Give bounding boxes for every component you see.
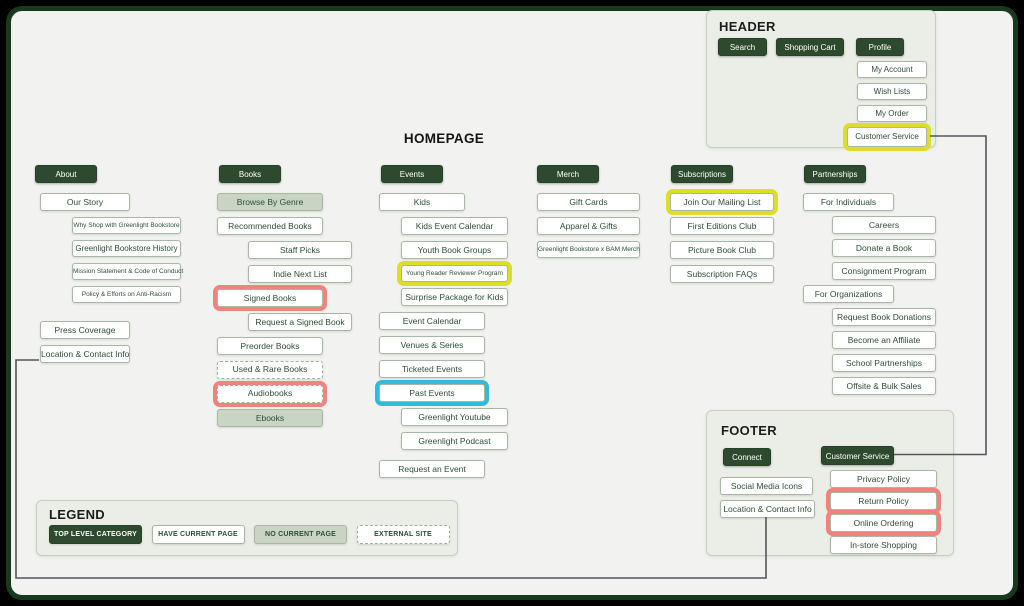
node-signed-books[interactable]: Signed Books <box>217 289 323 307</box>
node-youth-book-groups[interactable]: Youth Book Groups <box>401 241 508 259</box>
node-in-store-shopping[interactable]: In-store Shopping <box>830 536 937 554</box>
node-customer-service[interactable]: Customer Service <box>847 127 927 147</box>
node-staff-picks[interactable]: Staff Picks <box>248 241 352 259</box>
node-audiobooks[interactable]: Audiobooks <box>217 385 323 403</box>
node-press-coverage[interactable]: Press Coverage <box>40 321 130 339</box>
header-panel-title: HEADER <box>719 19 776 34</box>
node-our-story[interactable]: Our Story <box>40 193 130 211</box>
search-button[interactable]: Search <box>718 38 767 56</box>
category-merch[interactable]: Merch <box>537 165 599 183</box>
header-panel: HEADER Search Shopping Cart Profile My A… <box>706 10 936 148</box>
category-subscriptions[interactable]: Subscriptions <box>671 165 733 183</box>
node-picture-book-club[interactable]: Picture Book Club <box>670 241 774 259</box>
node-join-our-mailing-list[interactable]: Join Our Mailing List <box>670 193 774 211</box>
node-past-events[interactable]: Past Events <box>379 384 485 402</box>
node-recommended-books[interactable]: Recommended Books <box>217 217 323 235</box>
node-school-partnerships[interactable]: School Partnerships <box>832 354 936 372</box>
node-event-calendar[interactable]: Event Calendar <box>379 312 485 330</box>
profile-button[interactable]: Profile <box>856 38 904 56</box>
node-young-reader-reviewer-program[interactable]: Young Reader Reviewer Program <box>401 265 508 282</box>
node-policy-efforts-on-anti-racism[interactable]: Policy & Efforts on Anti-Racism <box>72 286 181 303</box>
node-indie-next-list[interactable]: Indie Next List <box>248 265 352 283</box>
header-buttons-row: Search Shopping Cart Profile <box>718 38 904 56</box>
footer-customer-service-button[interactable]: Customer Service <box>821 446 894 465</box>
node-greenlight-bookstore-x-bam-merch[interactable]: Greenlight Bookstore x BAM Merch <box>537 241 640 258</box>
category-about[interactable]: About <box>35 165 97 183</box>
node-browse-by-genre[interactable]: Browse By Genre <box>217 193 323 211</box>
node-location-contact-info[interactable]: Location & Contact Info <box>720 500 815 518</box>
legend-external-site: EXTERNAL SITE <box>356 525 450 544</box>
footer-panel-title: FOOTER <box>721 423 777 438</box>
node-careers[interactable]: Careers <box>832 216 936 234</box>
node-gift-cards[interactable]: Gift Cards <box>537 193 640 211</box>
category-books[interactable]: Books <box>219 165 281 183</box>
node-become-an-affiliate[interactable]: Become an Affiliate <box>832 331 936 349</box>
node-why-shop-with-greenlight-bookstore[interactable]: Why Shop with Greenlight Bookstore <box>72 217 181 234</box>
node-first-editions-club[interactable]: First Editions Club <box>670 217 774 235</box>
category-events[interactable]: Events <box>381 165 443 183</box>
node-subscription-faqs[interactable]: Subscription FAQs <box>670 265 774 283</box>
node-greenlight-podcast[interactable]: Greenlight Podcast <box>401 432 508 450</box>
node-greenlight-bookstore-history[interactable]: Greenlight Bookstore History <box>72 240 181 257</box>
legend-have-current-page: HAVE CURRENT PAGE <box>151 525 245 544</box>
legend-top-level-category: TOP LEVEL CATEGORY <box>49 525 142 544</box>
node-surprise-package-for-kids[interactable]: Surprise Package for Kids <box>401 288 508 306</box>
shopping-cart-button[interactable]: Shopping Cart <box>776 38 844 56</box>
legend-no-current-page: NO CURRENT PAGE <box>254 525 347 544</box>
node-kids-event-calendar[interactable]: Kids Event Calendar <box>401 217 508 235</box>
node-for-organizations[interactable]: For Organizations <box>803 285 894 303</box>
node-used-rare-books[interactable]: Used & Rare Books <box>217 361 323 379</box>
node-request-book-donations[interactable]: Request Book Donations <box>832 308 936 326</box>
node-my-order[interactable]: My Order <box>857 105 927 122</box>
node-request-an-event[interactable]: Request an Event <box>379 460 485 478</box>
connect-button[interactable]: Connect <box>723 448 771 466</box>
node-greenlight-youtube[interactable]: Greenlight Youtube <box>401 408 508 426</box>
node-wish-lists[interactable]: Wish Lists <box>857 83 927 100</box>
node-venues-series[interactable]: Venues & Series <box>379 336 485 354</box>
node-apparel-gifts[interactable]: Apparel & Gifts <box>537 217 640 235</box>
legend-panel: LEGEND TOP LEVEL CATEGORY HAVE CURRENT PA… <box>36 500 458 556</box>
node-social-media-icons[interactable]: Social Media Icons <box>720 477 813 495</box>
node-return-policy[interactable]: Return Policy <box>830 492 937 510</box>
node-offsite-bulk-sales[interactable]: Offsite & Bulk Sales <box>832 377 936 395</box>
node-preorder-books[interactable]: Preorder Books <box>217 337 323 355</box>
footer-panel: FOOTER Connect Customer Service Social M… <box>706 410 954 556</box>
node-my-account[interactable]: My Account <box>857 61 927 78</box>
node-consignment-program[interactable]: Consignment Program <box>832 262 936 280</box>
page-title: HOMEPAGE <box>403 131 485 146</box>
node-request-a-signed-book[interactable]: Request a Signed Book <box>248 313 352 331</box>
node-ebooks[interactable]: Ebooks <box>217 409 323 427</box>
node-location-contact-info[interactable]: Location & Contact Info <box>40 345 130 363</box>
node-ticketed-events[interactable]: Ticketed Events <box>379 360 485 378</box>
category-partnerships[interactable]: Partnerships <box>804 165 866 183</box>
node-for-individuals[interactable]: For Individuals <box>803 193 894 211</box>
node-online-ordering[interactable]: Online Ordering <box>830 514 937 532</box>
node-mission-statement-code-of-conduct[interactable]: Mission Statement & Code of Conduct <box>72 263 183 280</box>
node-donate-a-book[interactable]: Donate a Book <box>832 239 936 257</box>
legend-title: LEGEND <box>49 507 105 522</box>
node-privacy-policy[interactable]: Privacy Policy <box>830 470 937 488</box>
legend-items: TOP LEVEL CATEGORY HAVE CURRENT PAGE NO CU… <box>49 525 450 544</box>
node-kids[interactable]: Kids <box>379 193 465 211</box>
